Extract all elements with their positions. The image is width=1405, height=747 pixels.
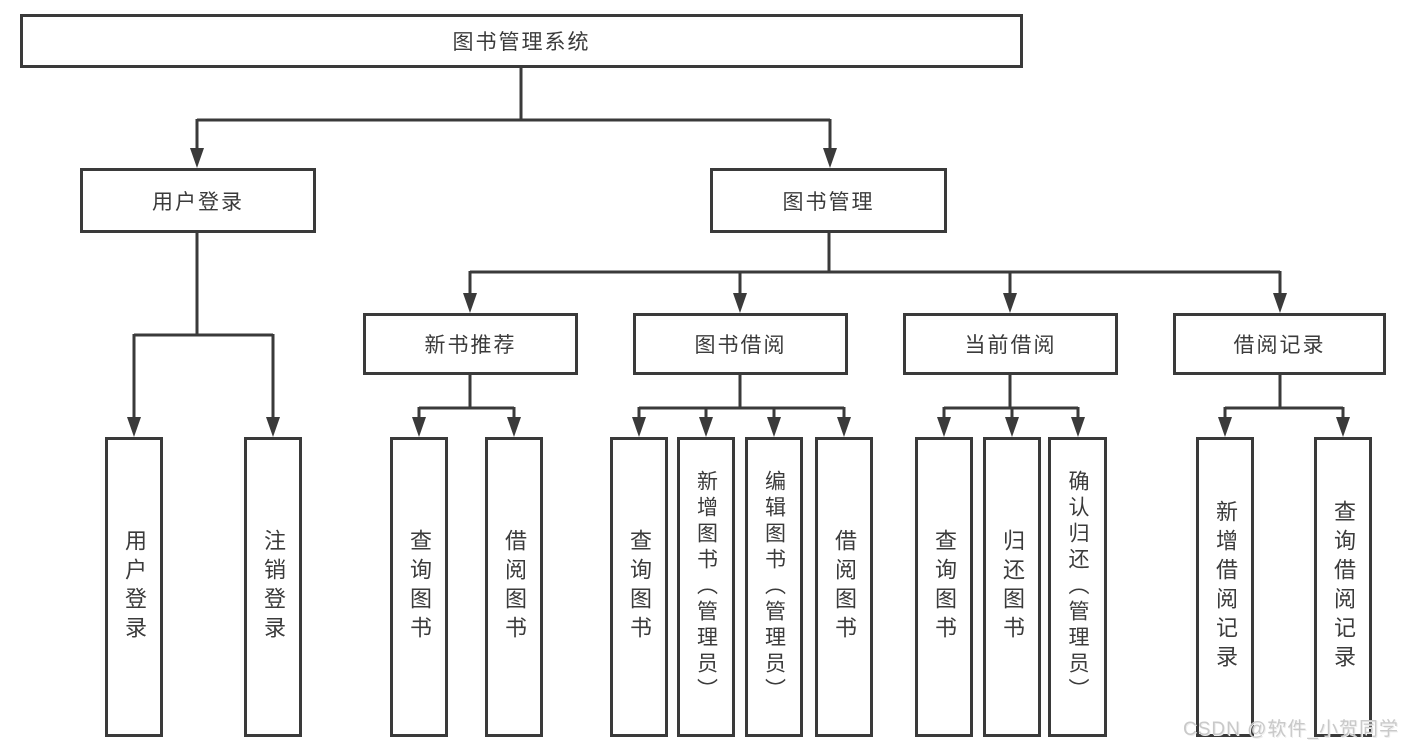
leaf-borrow-books-borrowing: 借阅图书 [815,437,873,737]
node-label: 图书借阅 [694,334,787,357]
node-new-book-recommend: 新书推荐 [363,313,578,375]
node-label: 当前借阅 [964,334,1057,357]
node-borrowing-records: 借阅记录 [1173,313,1386,375]
node-label: 新书推荐 [424,334,517,357]
node-book-management-branch: 图书管理 [710,168,947,233]
node-current-borrowing: 当前借阅 [903,313,1118,375]
leaf-label: 查询图书 [407,529,432,645]
leaf-query-books-borrowing: 查询图书 [610,437,668,737]
leaf-label: 归还图书 [1000,529,1025,645]
leaf-label: 借阅图书 [832,529,857,645]
arrowheads [127,148,1350,437]
node-label: 借阅记录 [1233,334,1326,357]
leaf-label: 查询图书 [932,529,957,645]
leaf-label: 查询图书 [627,529,652,645]
leaf-label: 注销登录 [261,529,286,645]
leaf-logout: 注销登录 [244,437,302,737]
node-label: 用户登录 [152,190,244,214]
leaf-query-borrow-record: 查询借阅记录 [1314,437,1372,737]
node-label: 图书管理 [782,190,875,214]
leaf-label: 编辑图书（管理员） [762,470,786,704]
leaf-add-book-admin: 新增图书（管理员） [677,437,735,737]
leaf-label: 用户登录 [122,529,147,645]
leaf-borrow-books-recommend: 借阅图书 [485,437,543,737]
node-root-library-system: 图书管理系统 [20,14,1023,68]
leaf-label: 查询借阅记录 [1331,500,1356,674]
leaf-confirm-return-admin: 确认归还（管理员） [1048,437,1107,737]
leaf-return-book: 归还图书 [983,437,1041,737]
csdn-watermark: CSDN @软件_小贺同学 [1183,719,1399,740]
leaf-label: 新增图书（管理员） [694,470,718,704]
node-book-borrowing: 图书借阅 [633,313,848,375]
node-user-login-branch: 用户登录 [80,168,316,233]
node-label: 图书管理系统 [452,31,591,54]
leaf-label: 新增借阅记录 [1213,500,1238,674]
leaf-label: 借阅图书 [502,529,527,645]
leaf-label: 确认归还（管理员） [1066,470,1089,704]
leaf-user-login: 用户登录 [105,437,163,737]
leaf-query-books-current: 查询图书 [915,437,973,737]
leaf-query-books-recommend: 查询图书 [390,437,448,737]
leaf-edit-book-admin: 编辑图书（管理员） [745,437,803,737]
leaf-add-borrow-record: 新增借阅记录 [1196,437,1254,737]
